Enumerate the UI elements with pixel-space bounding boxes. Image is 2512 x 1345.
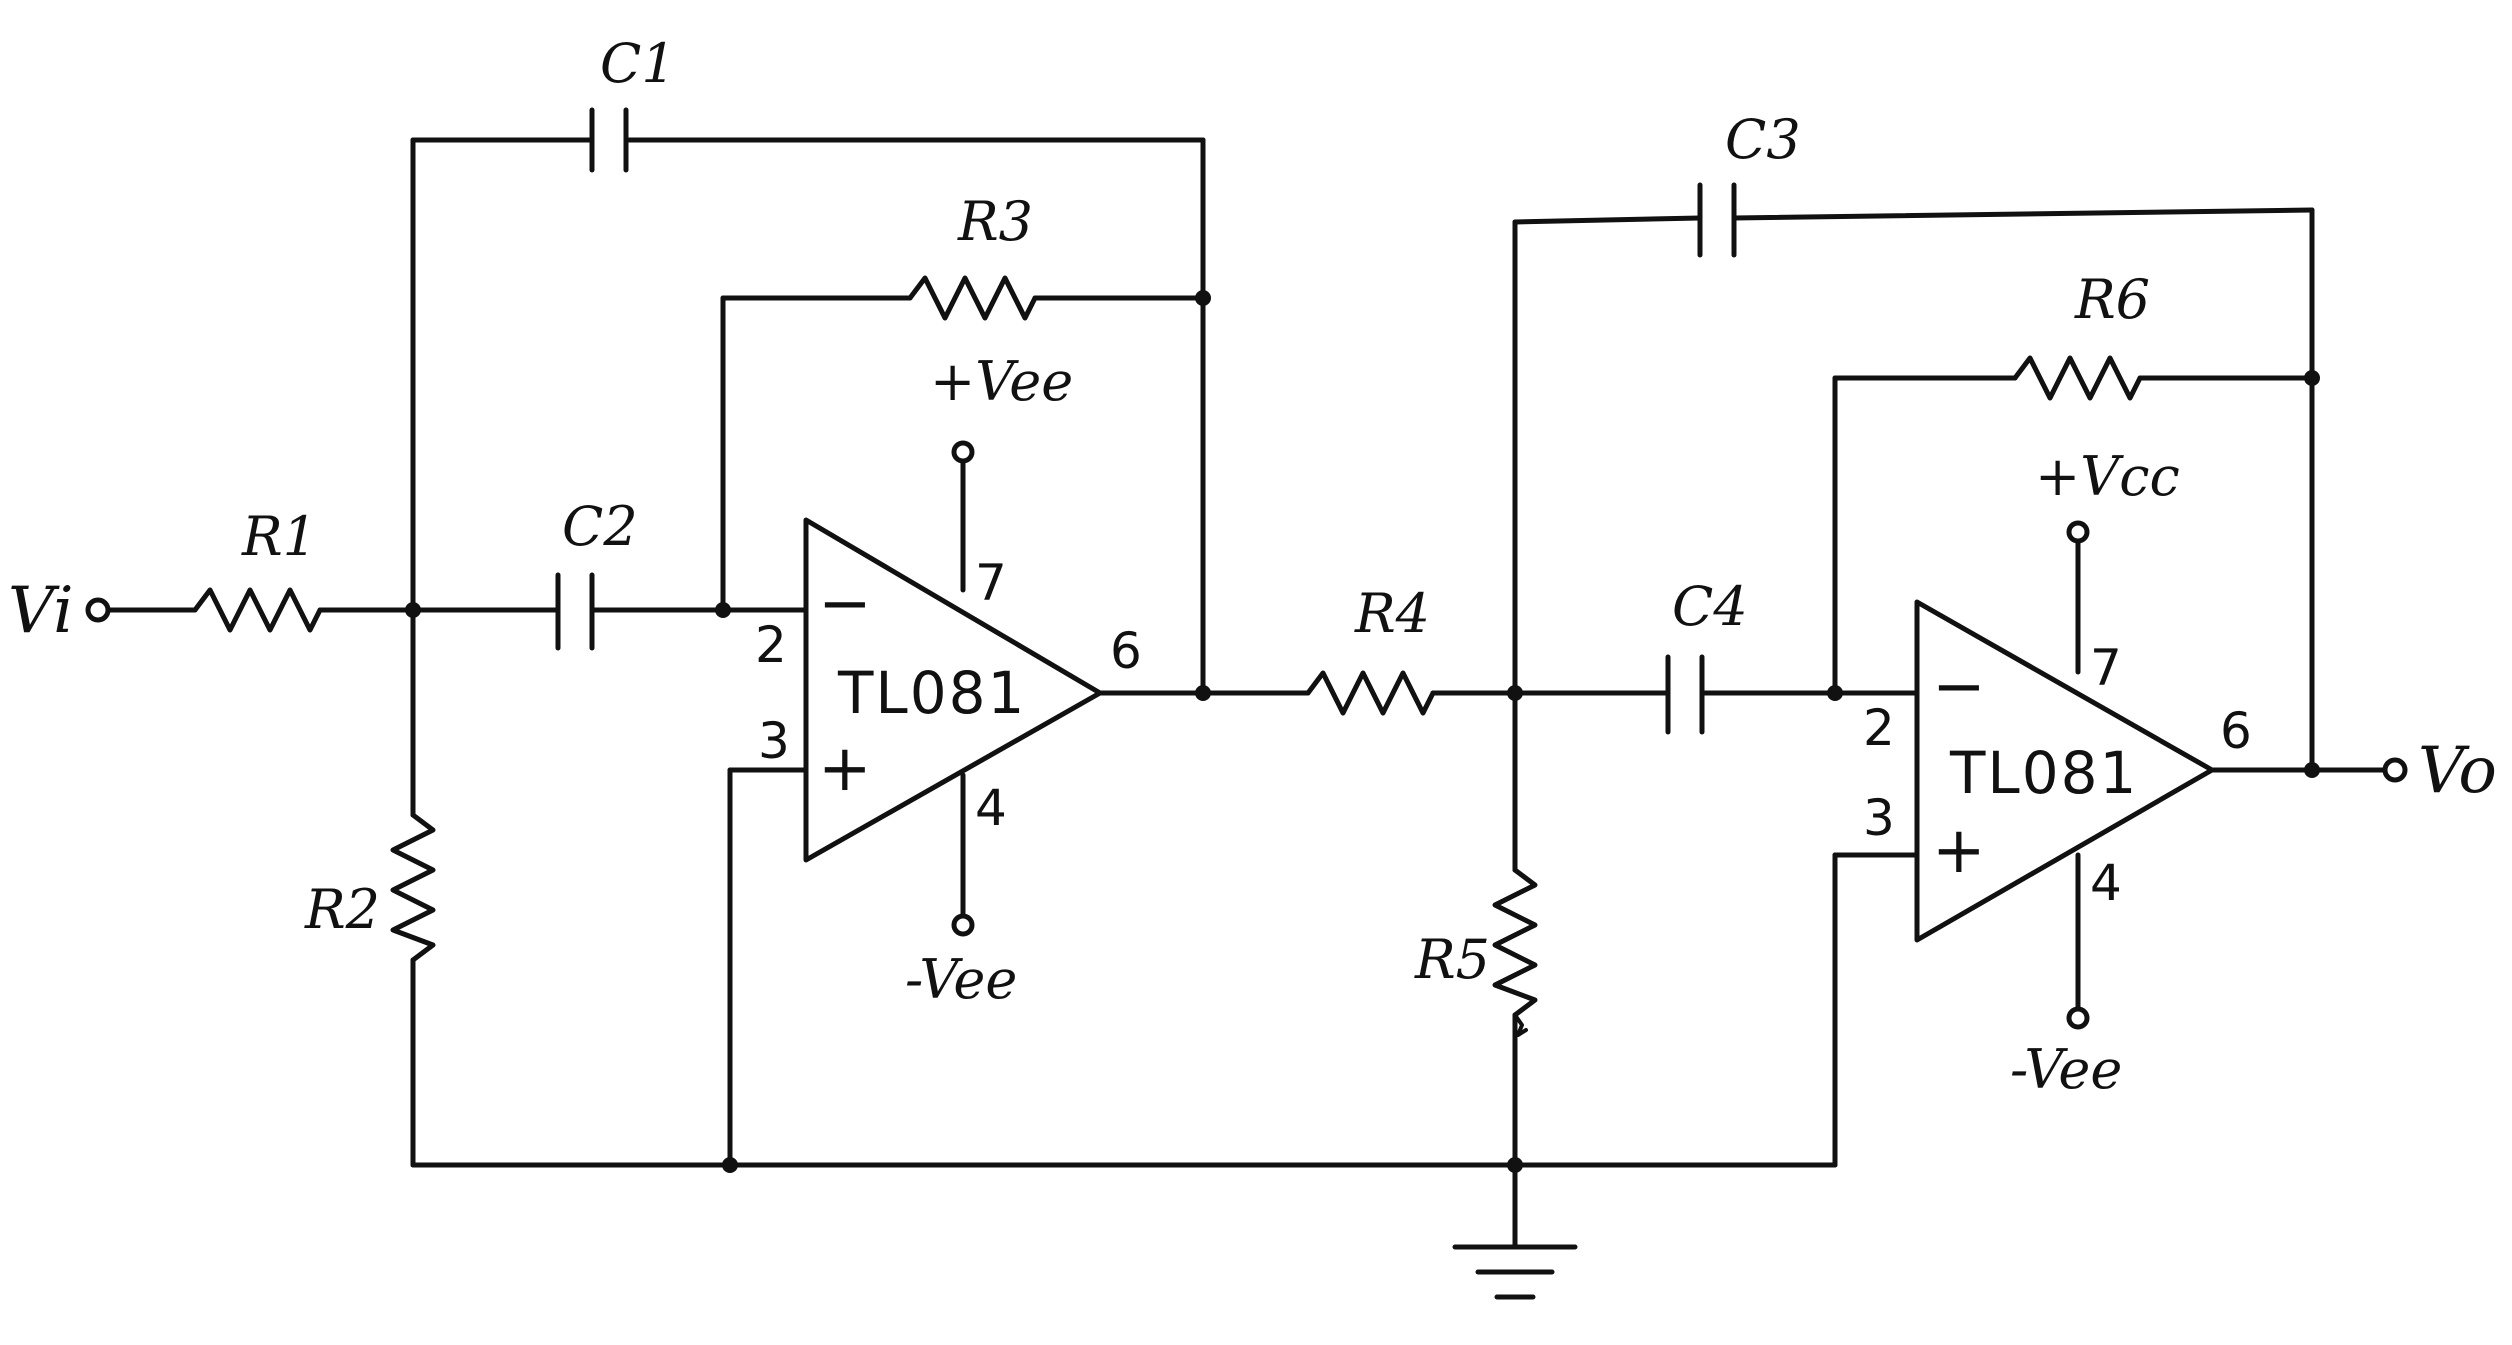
opamp1-minus-sign: − bbox=[818, 567, 872, 641]
junction-inv2 bbox=[1827, 685, 1843, 701]
label-vi: Vi bbox=[8, 574, 74, 648]
opamp2-pin7: 7 bbox=[2090, 639, 2122, 697]
junction-gnd-noninv1 bbox=[722, 1157, 738, 1173]
opamp2-plus-sign: + bbox=[1932, 814, 1986, 888]
label-r3: R3 bbox=[957, 190, 1033, 253]
resistor-r4 bbox=[1305, 670, 1436, 716]
opamp2-pin3: 3 bbox=[1863, 789, 1895, 847]
label-r2: R2 bbox=[304, 878, 380, 941]
label-c1: C1 bbox=[600, 32, 676, 95]
capacitor-c2 bbox=[555, 572, 595, 651]
resistor-r2 bbox=[390, 812, 436, 963]
opamp2-part-label: TL081 bbox=[1949, 739, 2138, 807]
resistor-r5 bbox=[1492, 867, 1538, 1018]
terminal-vi bbox=[85, 597, 111, 623]
label-c3: C3 bbox=[1725, 108, 1801, 171]
junction-r3-out1 bbox=[1195, 290, 1211, 306]
stage2-wiring bbox=[1430, 207, 2388, 1168]
opamp1-pin6: 6 bbox=[1110, 622, 1142, 680]
junction-r6-out2 bbox=[2304, 370, 2320, 386]
wire-c3-right bbox=[1731, 207, 2315, 221]
opamp1-pin3: 3 bbox=[758, 712, 790, 770]
opamp1-part-label: TL081 bbox=[837, 659, 1026, 727]
opamp1-pin4: 4 bbox=[975, 779, 1007, 837]
capacitor-c4 bbox=[1665, 654, 1705, 735]
opamp2-triangle bbox=[1914, 599, 2215, 943]
terminals bbox=[85, 440, 2408, 1030]
opamp2-pin2: 2 bbox=[1863, 699, 1895, 757]
opamp2-vpos-label: +Vcc bbox=[2035, 445, 2180, 508]
opamp1-pin2: 2 bbox=[755, 616, 787, 674]
label-r6: R6 bbox=[2074, 268, 2150, 331]
terminal-vo bbox=[2382, 757, 2408, 783]
label-r5: R5 bbox=[1414, 928, 1490, 991]
label-r4: R4 bbox=[1354, 582, 1430, 645]
resistor-r5-tail bbox=[1513, 1013, 1528, 1037]
junction-dots bbox=[405, 290, 2320, 1173]
capacitor-c3 bbox=[1697, 182, 1737, 258]
opamp2-pin4: 4 bbox=[2090, 854, 2122, 912]
terminal-vpos1 bbox=[951, 440, 975, 464]
junction-out1 bbox=[1195, 685, 1211, 701]
terminal-vneg2 bbox=[2066, 1006, 2090, 1030]
resistor-r3 bbox=[907, 275, 1038, 321]
junction-nodeB bbox=[1507, 685, 1523, 701]
junction-gnd-r5 bbox=[1507, 1157, 1523, 1173]
wire-c3-left bbox=[1512, 215, 1703, 225]
label-c4: C4 bbox=[1672, 575, 1748, 638]
opamp1-triangle bbox=[803, 517, 1103, 863]
junction-out2 bbox=[2304, 762, 2320, 778]
opamp1-plus-sign: + bbox=[818, 732, 872, 806]
opamp1-pin7: 7 bbox=[975, 554, 1007, 612]
capacitor-c1 bbox=[589, 107, 629, 173]
resistor-r6 bbox=[2012, 355, 2143, 401]
opamp2-vneg-label: -Vee bbox=[2010, 1038, 2122, 1101]
junction-nodeA bbox=[405, 602, 421, 618]
label-r1: R1 bbox=[241, 505, 317, 568]
opamp2-pin6: 6 bbox=[2220, 702, 2252, 760]
label-vo: Vo bbox=[2418, 734, 2497, 808]
resistor-r1 bbox=[192, 587, 323, 633]
stage1-wiring bbox=[105, 137, 1311, 1168]
opamp2-minus-sign: − bbox=[1932, 650, 1986, 724]
terminal-vneg1 bbox=[951, 913, 975, 937]
junction-inv1 bbox=[715, 602, 731, 618]
opamp1-vpos-label: +Vee bbox=[930, 350, 1073, 413]
label-c2: C2 bbox=[562, 495, 638, 558]
terminal-vpos2 bbox=[2066, 520, 2090, 544]
opamp1-vneg-label: -Vee bbox=[905, 948, 1017, 1011]
ground-bus bbox=[410, 1162, 1838, 1300]
